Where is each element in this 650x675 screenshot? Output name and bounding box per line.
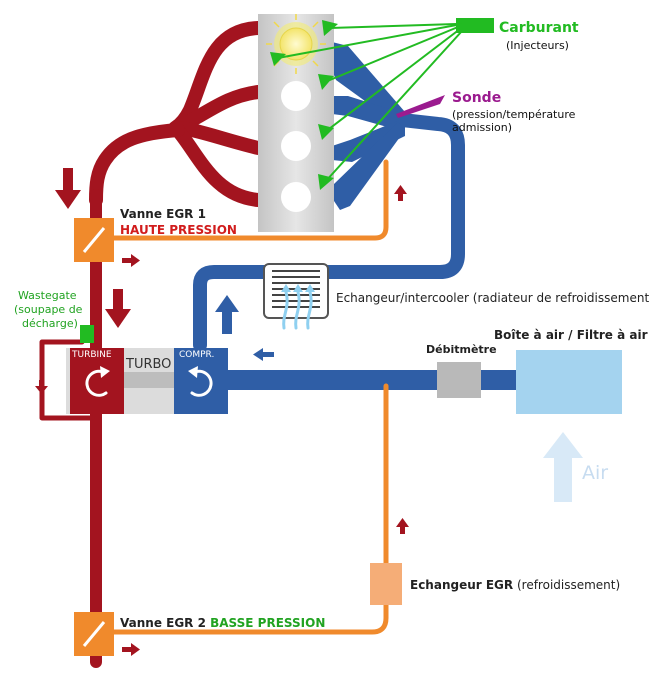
arrow-up-icon bbox=[396, 518, 409, 534]
sensor-probe-icon bbox=[396, 95, 445, 118]
wastegate-valve[interactable] bbox=[80, 325, 94, 343]
egr-circuit bbox=[109, 159, 389, 635]
exhaust-manifold bbox=[89, 21, 265, 207]
cylinder-1-firing-icon bbox=[279, 27, 313, 61]
arrow-up-icon bbox=[394, 185, 407, 201]
egr-cooler-name: Echangeur EGR bbox=[410, 578, 514, 592]
intake-manifold bbox=[332, 42, 405, 210]
airbox-label: Boîte à air / Filtre à air bbox=[494, 328, 648, 342]
arrow-right-icon bbox=[122, 254, 140, 267]
arrow-down-icon bbox=[35, 380, 48, 394]
sensor-sublabel-1: (pression/température bbox=[452, 108, 576, 121]
arrow-icon bbox=[318, 74, 334, 90]
cylinder-4 bbox=[281, 182, 311, 212]
wastegate-label-1: Wastegate bbox=[18, 289, 77, 302]
fuel-injector-lines bbox=[270, 18, 494, 190]
intercooler bbox=[263, 263, 329, 330]
egr-cooler-label: Echangeur EGR (refroidissement) bbox=[410, 578, 620, 592]
fresh-air-arrow-icon bbox=[543, 432, 583, 502]
cooling-air-icon bbox=[282, 290, 313, 330]
egr1-title: Vanne EGR 1 bbox=[120, 207, 206, 221]
egr2-title: Vanne EGR 2 bbox=[120, 616, 211, 630]
fuel-rail-box bbox=[456, 18, 494, 33]
arrow-down-icon bbox=[55, 168, 81, 209]
sensor-sublabel-2: admission) bbox=[452, 121, 513, 134]
turbocharger bbox=[66, 348, 228, 414]
turbo-shaft bbox=[118, 372, 178, 388]
sensor-label: Sonde bbox=[452, 90, 502, 106]
egr1-subtitle: HAUTE PRESSION bbox=[120, 223, 237, 237]
flowmeter-label: Débitmètre bbox=[426, 343, 497, 356]
fuel-label: Carburant bbox=[499, 20, 579, 36]
arrow-right-icon bbox=[122, 643, 140, 656]
egr2-label: Vanne EGR 2 BASSE PRESSION bbox=[120, 616, 325, 630]
turbine-label: TURBINE bbox=[72, 350, 112, 360]
wastegate-label-3: décharge) bbox=[22, 317, 78, 330]
arrow-down-icon bbox=[105, 289, 131, 328]
arrow-up-icon bbox=[215, 295, 239, 334]
arrow-icon bbox=[270, 52, 286, 66]
exhaust-flow-arrows bbox=[35, 168, 409, 656]
intake-flow-arrows bbox=[215, 295, 274, 361]
compressor-label: COMPR. bbox=[179, 350, 215, 360]
egr-cooler bbox=[370, 563, 402, 605]
compressor-wheel bbox=[174, 348, 228, 414]
turbo-label: TURBO bbox=[126, 357, 172, 372]
arrow-left-icon bbox=[253, 348, 274, 361]
arrow-icon bbox=[322, 20, 338, 36]
exhaust-pipe bbox=[39, 189, 102, 668]
fuel-sublabel: (Injecteurs) bbox=[506, 39, 569, 52]
egr-cooler-sublabel: (refroidissement) bbox=[513, 578, 621, 592]
flowmeter bbox=[437, 362, 481, 398]
engine-block bbox=[258, 14, 334, 232]
cylinder-2 bbox=[281, 81, 311, 111]
egr2-subtitle: BASSE PRESSION bbox=[210, 616, 326, 630]
arrow-icon bbox=[318, 124, 334, 140]
egr-valve-2[interactable] bbox=[74, 612, 114, 656]
egr-valve-1[interactable] bbox=[74, 218, 114, 262]
arrow-icon bbox=[318, 174, 334, 190]
turbine-rotation-icon bbox=[85, 369, 108, 397]
intercooler-label: Echangeur/intercooler (radiateur de refr… bbox=[336, 291, 650, 305]
cylinder-3 bbox=[281, 131, 311, 161]
turbine-wheel bbox=[70, 348, 124, 414]
air-label: Air bbox=[582, 462, 609, 484]
air-filter-box bbox=[516, 350, 622, 414]
wastegate-label-2: (soupape de bbox=[14, 303, 83, 316]
compressor-rotation-icon bbox=[190, 369, 213, 397]
